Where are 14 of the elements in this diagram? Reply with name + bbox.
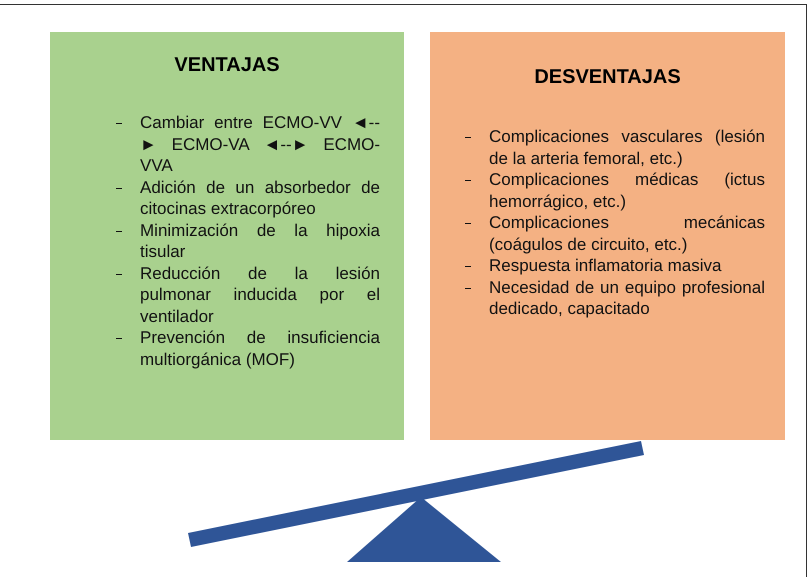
panel-heading: DESVENTAJAS (533, 66, 682, 89)
list-item: Cambiar entre ECMO-VV ◄--► ECMO-VA ◄--► ECMO-VVA (140, 113, 380, 175)
list-item: Adición de un absorbedor de citocinas extracorpóreo (140, 178, 380, 218)
list-item: Prevención de insuficiencia multiorgánica (MOF) (140, 328, 380, 368)
panel (50, 32, 404, 440)
panel (430, 32, 785, 440)
list-item: Minimización de la hipoxia tisular (140, 220, 380, 261)
panel-heading: VENTAJAS (173, 54, 281, 77)
list-item: Complicaciones médicas (ictus hemorrágico, etc.) (489, 170, 765, 210)
list-item: Complicaciones vasculares (lesión de la arteria femoral, etc.) (489, 127, 765, 168)
list-item: Respuesta inflamatoria masiva (489, 256, 722, 275)
list-item: Complicaciones mecánicas (coágulos de circuito, etc.) (489, 213, 765, 254)
list-item: Necesidad de un equipo profesional dedicado, capacitado (489, 278, 765, 318)
list-item: Reducción de la lesión pulmonar inducida por el ventilador (140, 264, 380, 326)
